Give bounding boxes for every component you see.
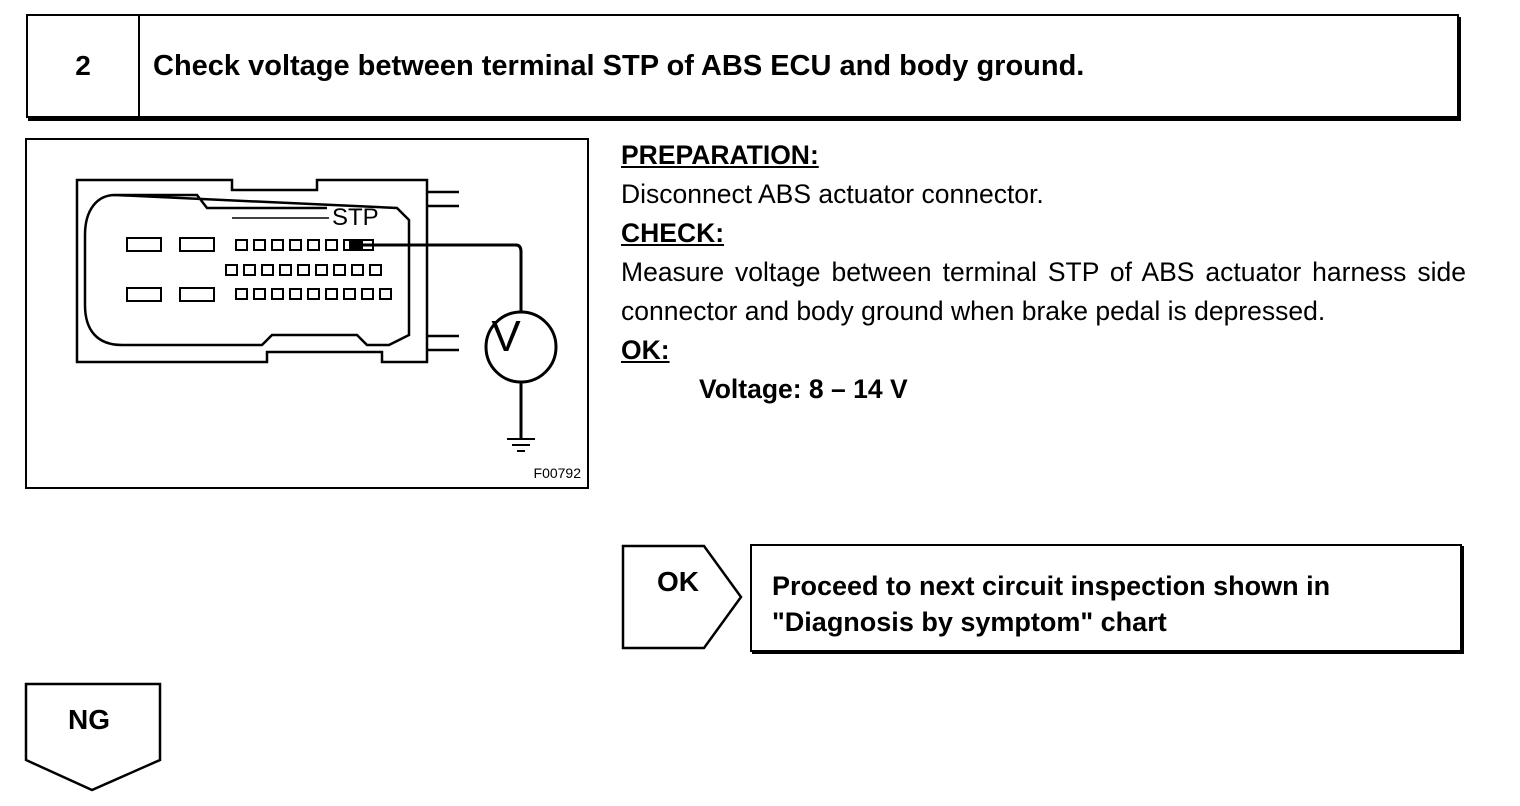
terminal-small [369, 264, 382, 276]
connector-inner-body [83, 193, 411, 347]
terminal-large [126, 287, 162, 302]
figure-id: F00792 [533, 465, 581, 481]
terminal-small [307, 239, 320, 251]
ok-result-box: Proceed to next circuit inspection shown… [750, 544, 1462, 652]
ng-tab-shape [24, 682, 162, 792]
terminal-small [343, 288, 356, 300]
preparation-heading: PREPARATION: [621, 140, 819, 170]
terminal-large [179, 237, 215, 252]
terminal-small [361, 288, 374, 300]
terminal-large [179, 287, 215, 302]
check-heading: CHECK: [621, 218, 725, 248]
step-number: 2 [28, 16, 140, 116]
probe-wire [356, 243, 523, 312]
terminal-small [243, 264, 256, 276]
preparation-text: Disconnect ABS actuator connector. [621, 179, 1044, 209]
terminal-large [126, 237, 162, 252]
ok-value: Voltage: 8 – 14 V [699, 374, 908, 404]
terminal-small [333, 264, 346, 276]
terminal-small [325, 239, 338, 251]
ok-result-tab: OK [621, 544, 745, 652]
terminal-small [351, 264, 364, 276]
step-header: 2 Check voltage between terminal STP of … [26, 14, 1459, 118]
terminal-small [379, 288, 392, 300]
terminal-small [325, 288, 338, 300]
terminal-small [253, 288, 266, 300]
ok-tab-label: OK [657, 566, 699, 597]
terminal-small [315, 264, 328, 276]
ng-tab-label: NG [68, 704, 110, 735]
ok-heading: OK: [621, 335, 670, 365]
connector-outer-body [75, 178, 429, 364]
terminal-small [253, 239, 266, 251]
terminal-small [261, 264, 274, 276]
terminal-small [279, 264, 292, 276]
ok-tab-shape [621, 544, 743, 650]
ok-result-text: Proceed to next circuit inspection shown… [772, 571, 1331, 637]
connector-drawing [75, 178, 558, 452]
terminal-small [225, 264, 238, 276]
terminal-small [271, 239, 284, 251]
terminal-small [289, 239, 302, 251]
terminal-small [235, 239, 248, 251]
connector-diagram: STP V F00792 [25, 138, 589, 489]
ground-icon [507, 438, 535, 452]
terminal-small [271, 288, 284, 300]
voltmeter-label: V [491, 312, 521, 361]
terminal-small [289, 288, 302, 300]
terminal-small [307, 288, 320, 300]
instructions: PREPARATION: Disconnect ABS actuator con… [621, 136, 1466, 409]
terminal-small [235, 288, 248, 300]
terminal-small [297, 264, 310, 276]
check-text: Measure voltage between terminal STP of … [621, 257, 1466, 326]
stp-terminal-label: STP [332, 204, 379, 231]
ng-result-tab: NG [24, 682, 164, 794]
step-title: Check voltage between terminal STP of AB… [153, 49, 1085, 82]
